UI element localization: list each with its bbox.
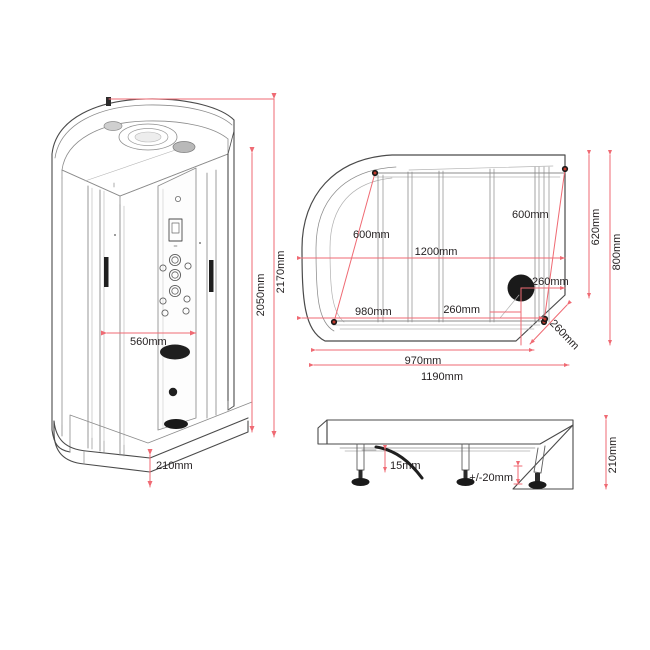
ceiling-speaker — [172, 141, 196, 153]
dim-600-left-label: 600mm — [353, 229, 390, 241]
glass-mullions — [377, 166, 550, 323]
door-handle-right[interactable] — [209, 260, 214, 292]
panel-light-button[interactable] — [174, 195, 181, 202]
panel-lower-jets — [161, 307, 190, 317]
dim-210-label: 210mm — [156, 460, 193, 472]
ceiling-extractor — [103, 121, 123, 131]
plan-dimensions: 600mm 600mm 1200mm 980mm 260mm 260mm 260… — [297, 150, 623, 383]
sliding-door-rear — [113, 182, 125, 457]
door-handle-left[interactable] — [104, 257, 109, 287]
tray-outline-plan — [301, 154, 566, 342]
dim-1200-label: 1200mm — [415, 246, 458, 258]
pivot-dot-top-left — [371, 169, 379, 177]
left-curved-glass — [51, 162, 71, 453]
adjustable-feet — [351, 443, 547, 489]
perspective-dimensions: 560mm 210mm 2050mm 2170mm — [101, 93, 287, 488]
tray-drain — [164, 419, 188, 429]
dim-260-diagonal-label: 260mm — [547, 318, 581, 353]
dim-section-210-label: 210mm — [607, 437, 619, 474]
panel-display[interactable] — [168, 218, 183, 242]
dim-980-label: 980mm — [355, 306, 392, 318]
dim-15-label: 15mm — [390, 460, 421, 472]
dim-2050-label: 2050mm — [255, 274, 267, 317]
pivot-dot-bottom-left — [330, 318, 338, 326]
dim-2170-label: 2170mm — [275, 251, 287, 294]
roof-vent — [106, 97, 111, 106]
pivot-dot-corner — [541, 315, 549, 323]
waste-pipe — [374, 445, 424, 480]
sliding-door-front — [87, 185, 109, 453]
foot-centre — [456, 443, 475, 486]
plan-view: 600mm 600mm 1200mm 980mm 260mm 260mm 260… — [297, 150, 623, 383]
right-glass-wall — [199, 130, 235, 419]
glass-rail-top — [374, 165, 566, 178]
door-swing-indicators — [330, 165, 569, 326]
foot-right — [528, 445, 547, 489]
section-dimensions: 15mm +/-20mm 210mm — [383, 415, 619, 490]
dim-20-label: +/-20mm — [469, 472, 513, 484]
control-panel — [157, 167, 197, 431]
dim-600-right-label: 600mm — [512, 209, 549, 221]
perspective-view: 560mm 210mm 2050mm 2170mm — [51, 93, 287, 488]
dim-560-label: 560mm — [130, 336, 167, 348]
roof-canopy — [51, 97, 235, 206]
glass-rail-bottom — [332, 320, 545, 330]
panel-jet-cluster — [159, 253, 192, 305]
pivot-dot-top-right — [561, 165, 569, 173]
dim-620-label: 620mm — [590, 209, 602, 246]
dim-1190-label: 1190mm — [421, 371, 463, 383]
dim-260-a-label: 260mm — [532, 276, 569, 288]
foot-left — [351, 443, 370, 486]
panel-shelf-basin — [160, 344, 190, 360]
dim-260-b-label: 260mm — [443, 304, 480, 316]
shower-tray-3d — [53, 400, 253, 473]
section-view: 15mm +/-20mm 210mm — [317, 415, 619, 490]
panel-outlet — [168, 387, 178, 397]
dim-800-label: 800mm — [611, 234, 623, 271]
ceiling-light — [118, 123, 178, 151]
